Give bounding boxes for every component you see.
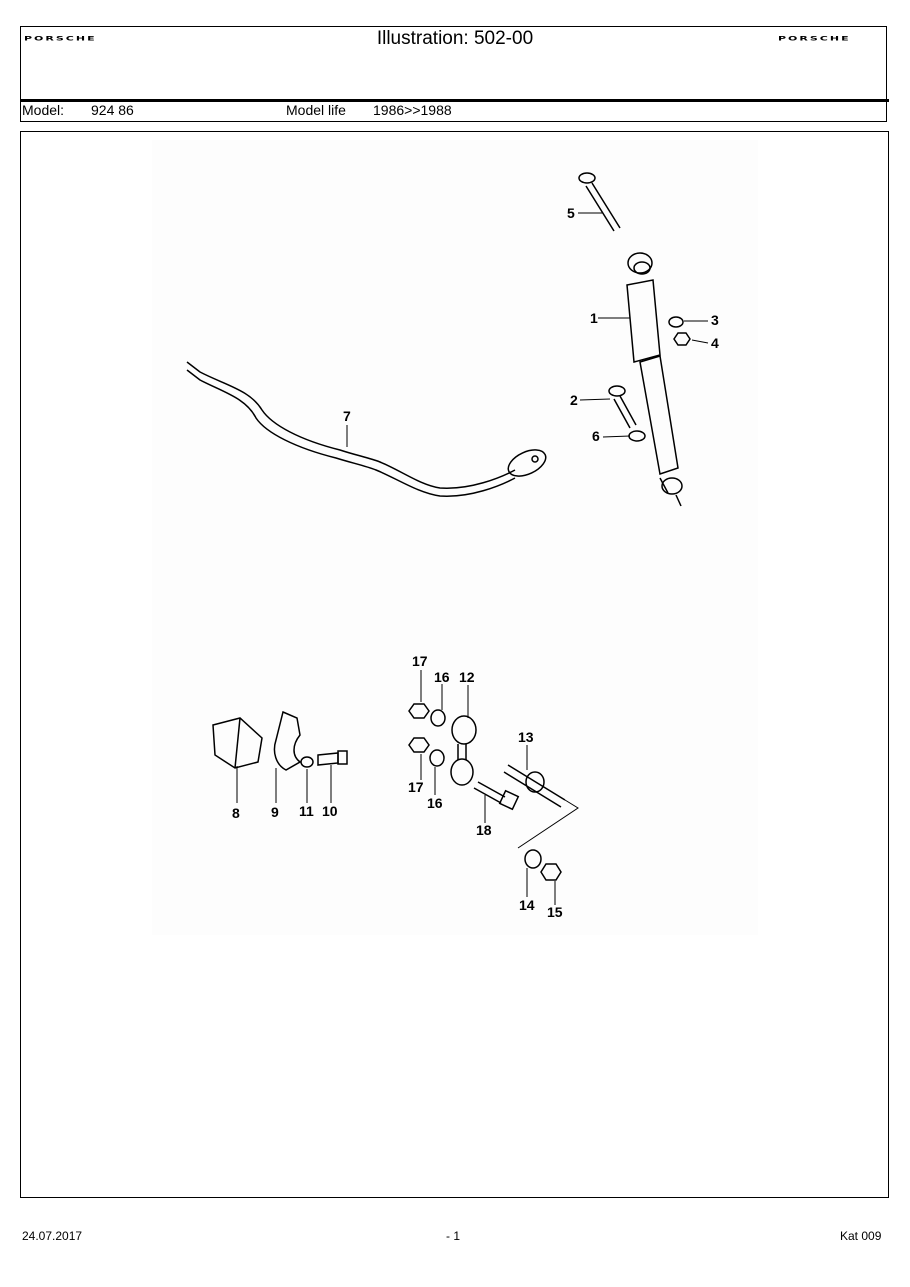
model-label: Model: xyxy=(22,102,65,118)
callout-8: 8 xyxy=(232,805,240,821)
callout-5: 5 xyxy=(567,205,575,221)
callout-7: 7 xyxy=(343,408,351,424)
stabilizer-bar xyxy=(186,361,547,497)
page-title: Illustration: 502-00 xyxy=(376,28,534,49)
header-divider xyxy=(20,99,889,102)
porsche-logo-left: PORSCHE xyxy=(24,35,97,43)
nut-17-bottom xyxy=(408,737,430,753)
illustration-frame xyxy=(20,131,889,1198)
leader-lines xyxy=(236,212,709,905)
callout-11: 11 xyxy=(299,803,314,819)
nut-15 xyxy=(540,863,562,881)
callout-13: 13 xyxy=(518,729,534,745)
washer-16-bottom xyxy=(429,749,445,767)
callout-10: 10 xyxy=(322,803,338,819)
callout-18: 18 xyxy=(476,822,492,838)
footer-page: - 1 xyxy=(446,1229,461,1243)
model-life-value: 1986>>1988 xyxy=(373,102,452,118)
bolt-18 xyxy=(473,781,520,811)
callout-2: 2 xyxy=(570,392,578,408)
callout-6: 6 xyxy=(592,428,600,444)
footer-catalog: Kat 009 xyxy=(840,1229,882,1243)
washer-6 xyxy=(628,430,646,442)
callout-17-bottom: 17 xyxy=(408,779,424,795)
callout-14: 14 xyxy=(519,897,535,913)
nut-4 xyxy=(673,332,691,346)
bolt-10 xyxy=(317,750,348,766)
lock-washer-3 xyxy=(668,316,684,328)
coupling-link xyxy=(450,715,477,786)
model-life-label: Model life xyxy=(286,102,346,118)
callout-1: 1 xyxy=(590,310,598,326)
assembly-line xyxy=(517,799,579,849)
washer-11 xyxy=(300,756,314,768)
callout-9: 9 xyxy=(271,804,279,820)
callout-15: 15 xyxy=(547,904,563,920)
bolt-5 xyxy=(578,172,621,232)
shock-absorber xyxy=(626,252,683,507)
model-value: 924 86 xyxy=(91,102,134,118)
header-box xyxy=(20,26,887,122)
callout-16-bottom: 16 xyxy=(427,795,443,811)
washer-16-top xyxy=(430,709,446,727)
callout-17-top: 17 xyxy=(412,653,428,669)
footer-date: 24.07.2017 xyxy=(22,1229,83,1243)
bolt-2 xyxy=(608,385,637,429)
callout-4: 4 xyxy=(711,335,719,351)
callout-16-top: 16 xyxy=(434,669,450,685)
washer-14 xyxy=(524,849,542,869)
callout-12: 12 xyxy=(459,669,475,685)
callout-3: 3 xyxy=(711,312,719,328)
rubber-bushing xyxy=(212,717,263,769)
stud-13 xyxy=(503,764,566,808)
porsche-logo-right: PORSCHE xyxy=(778,35,851,43)
drawing-background xyxy=(152,140,758,935)
nut-17-top xyxy=(408,703,430,719)
clamp xyxy=(273,710,302,771)
